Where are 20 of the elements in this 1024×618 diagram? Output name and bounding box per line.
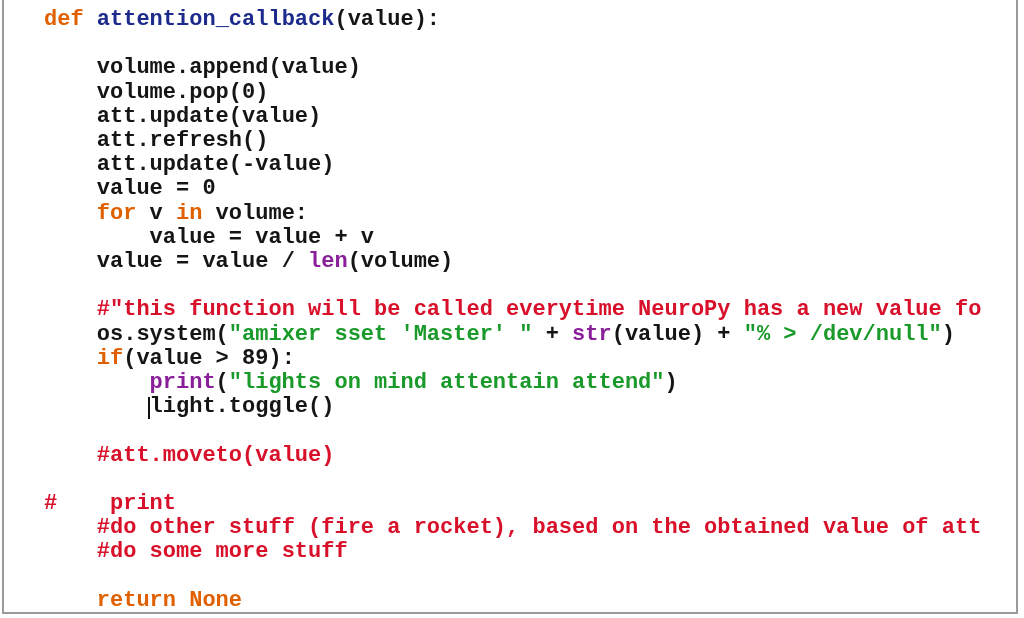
code-line: value = value / len(volume) — [96, 250, 454, 274]
code-line: value = value + v — [149, 225, 375, 250]
code-line: # print — [44, 492, 177, 516]
code-line: #"this function will be called everytime NeuroPy has a new value fo — [96, 298, 982, 323]
code-line: #do some more stuff — [96, 540, 348, 565]
code-line: att.refresh() — [96, 129, 269, 153]
code-line: att.update(-value) — [96, 153, 335, 178]
code-line: #att.moveto(value) — [96, 443, 335, 468]
code-line: volume.append(value) — [96, 56, 361, 81]
code-line: for v in volume: — [96, 201, 309, 226]
code-line: os.system("amixer sset 'Master' " + str(value) + "% > /dev/null") — [96, 322, 955, 347]
code-line: att.update(value) — [96, 104, 322, 129]
code-line: def attention_callback(value): — [44, 8, 441, 32]
code-line: #do other stuff (fire a rocket), based on the obtained value of att — [96, 516, 982, 541]
code-line: volume.pop(0) — [96, 80, 269, 105]
code-line: if(value > 89): — [96, 346, 295, 371]
code-line: value = 0 — [96, 177, 216, 202]
code-line: return None — [96, 588, 243, 613]
code-line: print("lights on mind attentain attend") — [149, 371, 678, 395]
code-line: light.toggle() — [149, 395, 335, 420]
